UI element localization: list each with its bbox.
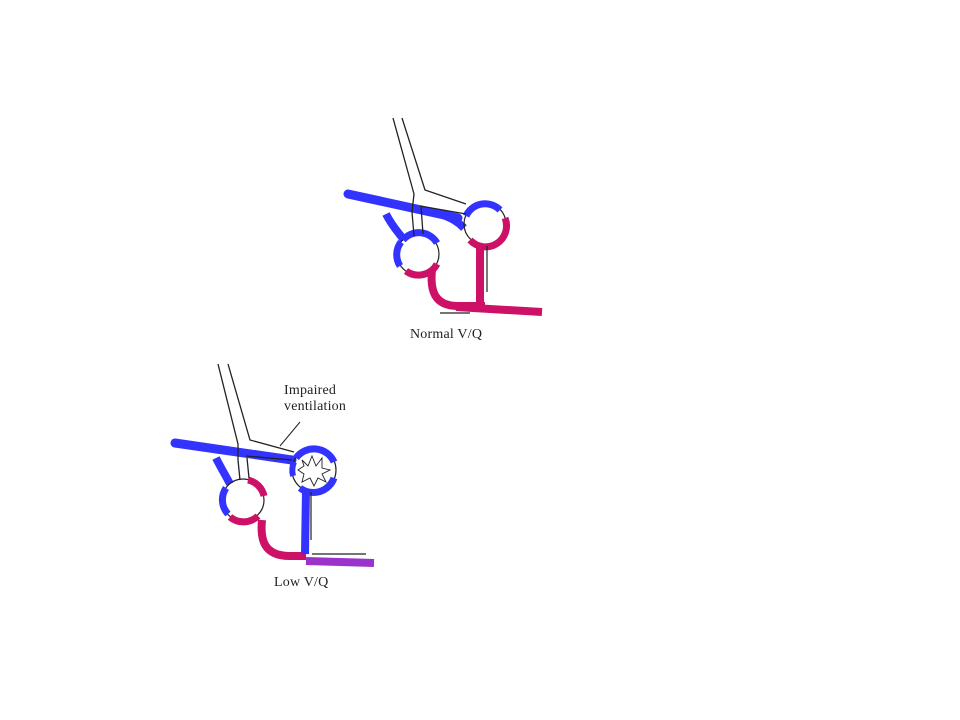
normal-venous-branch-right <box>438 210 467 231</box>
impaired-ventilation-label: Impaired ventilation <box>284 383 346 415</box>
impaired-ventilation-line2: ventilation <box>284 399 347 414</box>
normal-alveolus-left <box>393 229 441 279</box>
collapsed-alveolus-icon <box>297 454 332 488</box>
normal-venous-inflow <box>343 189 463 223</box>
low-vq-diagram <box>170 363 375 567</box>
low-venous-inflow <box>170 438 297 465</box>
low-mixed-outflow <box>305 557 375 567</box>
low-venous-outflow <box>301 489 310 555</box>
low-arterial-outflow <box>257 519 306 560</box>
normal-vq-label: Normal V/Q <box>410 327 483 342</box>
impaired-ventilation-pointer <box>279 421 301 447</box>
low-alveolus-impaired <box>289 445 338 496</box>
low-airway <box>217 363 295 481</box>
low-alveolus-left <box>218 476 268 526</box>
impaired-ventilation-line1: Impaired <box>284 383 337 398</box>
low-venous-branch-left <box>212 456 234 486</box>
normal-vq-diagram <box>343 117 543 316</box>
normal-arterial-outflow-main <box>455 303 543 316</box>
normal-venous-branch-left <box>382 212 408 243</box>
normal-alveolus-right <box>462 200 511 251</box>
low-vq-label: Low V/Q <box>274 575 329 590</box>
normal-airway <box>392 117 467 237</box>
